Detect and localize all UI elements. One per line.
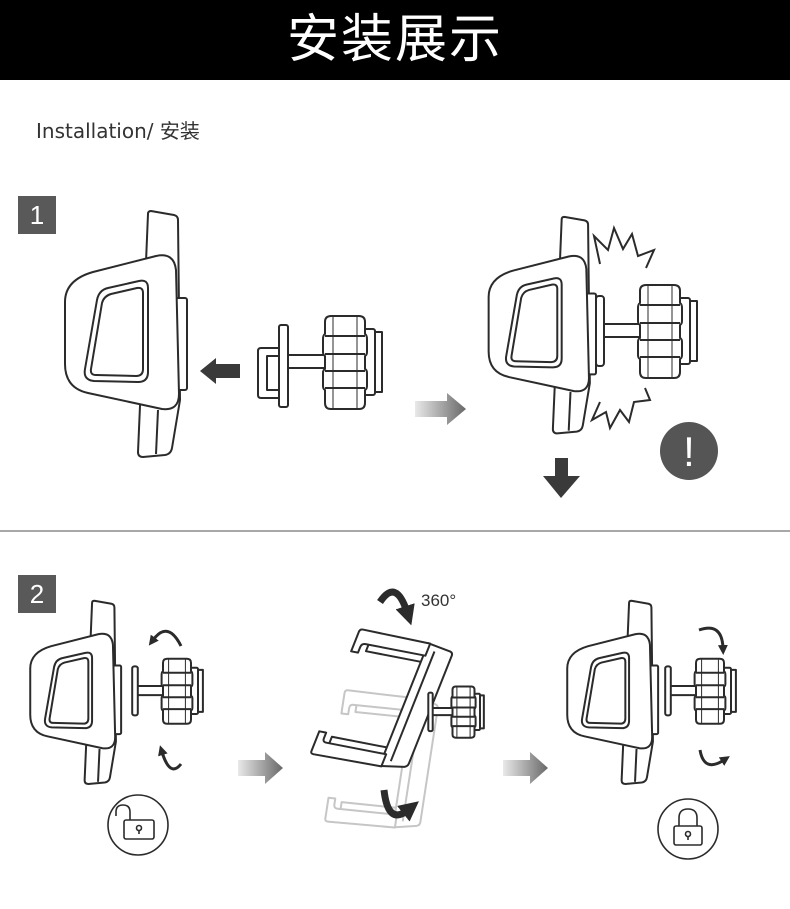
step2-tighten [566, 599, 737, 785]
rotate-360-arrow-icon [380, 789, 419, 822]
mount-bracket-inner [266, 355, 280, 391]
mount-knob [287, 315, 383, 410]
unlock-icon [107, 794, 169, 856]
warning-circle [660, 422, 718, 480]
mount-flange [665, 666, 671, 715]
lock-keyhole [684, 830, 692, 838]
mount-knob-assembled [132, 658, 204, 725]
mount-knob [602, 284, 698, 379]
mount-flange [278, 324, 289, 408]
section-subtitle: Installation/ 安装 [36, 119, 200, 143]
unlock-shackle [115, 804, 131, 820]
arrow-down-icon [543, 458, 580, 498]
mount-bracket-outer [257, 347, 280, 399]
arrow-right-icon [503, 752, 548, 784]
snap-burst-top [592, 224, 656, 269]
snap-burst-bottom [589, 387, 652, 431]
mount-flange [132, 666, 138, 715]
snap-burst-icon [589, 224, 656, 431]
mount-knob-assembled [665, 658, 737, 725]
rotate-360-arrow-icon [377, 588, 415, 626]
header-banner: 安装展示 [0, 0, 790, 80]
lock-shackle [678, 808, 698, 826]
phone-holder-icon [487, 216, 597, 435]
arrow-right-icon [238, 752, 283, 784]
rotate-cw-arrow-icon [698, 626, 728, 655]
rotate-ccw-arrow-icon [148, 629, 183, 647]
page-title: 安装展示 [286, 10, 503, 70]
phone-holder-icon [29, 599, 122, 785]
arrow-left-icon [200, 358, 240, 384]
mount-knob [136, 658, 204, 725]
step1-badge: 1 [18, 196, 56, 234]
rotate-ccw-arrow-icon [158, 745, 183, 771]
warning-icon: ! [660, 422, 718, 480]
step1-holder-separate [64, 210, 188, 458]
mount-knob-assembled [595, 284, 698, 379]
vent-clip-mount-icon [257, 315, 383, 410]
step2-badge: 2 [18, 575, 56, 613]
lock-icon [657, 798, 719, 860]
phone-holder-icon [64, 210, 188, 458]
step1-assembled [487, 216, 698, 435]
phone-holder-icon [566, 599, 659, 785]
mount-knob-assembled [428, 685, 485, 739]
mount-knob [431, 685, 485, 739]
mount-flange [595, 295, 605, 367]
step2-loosen [29, 599, 204, 785]
unlock-keyhole [135, 824, 143, 832]
warning-mark: ! [683, 428, 695, 475]
arrow-right-icon [415, 393, 466, 425]
rotation-label: 360° [421, 591, 456, 610]
step2-rotate: 360° [309, 588, 485, 833]
mount-flange [428, 693, 432, 732]
rotate-cw-arrow-icon [698, 749, 730, 767]
mount-knob [669, 658, 737, 725]
